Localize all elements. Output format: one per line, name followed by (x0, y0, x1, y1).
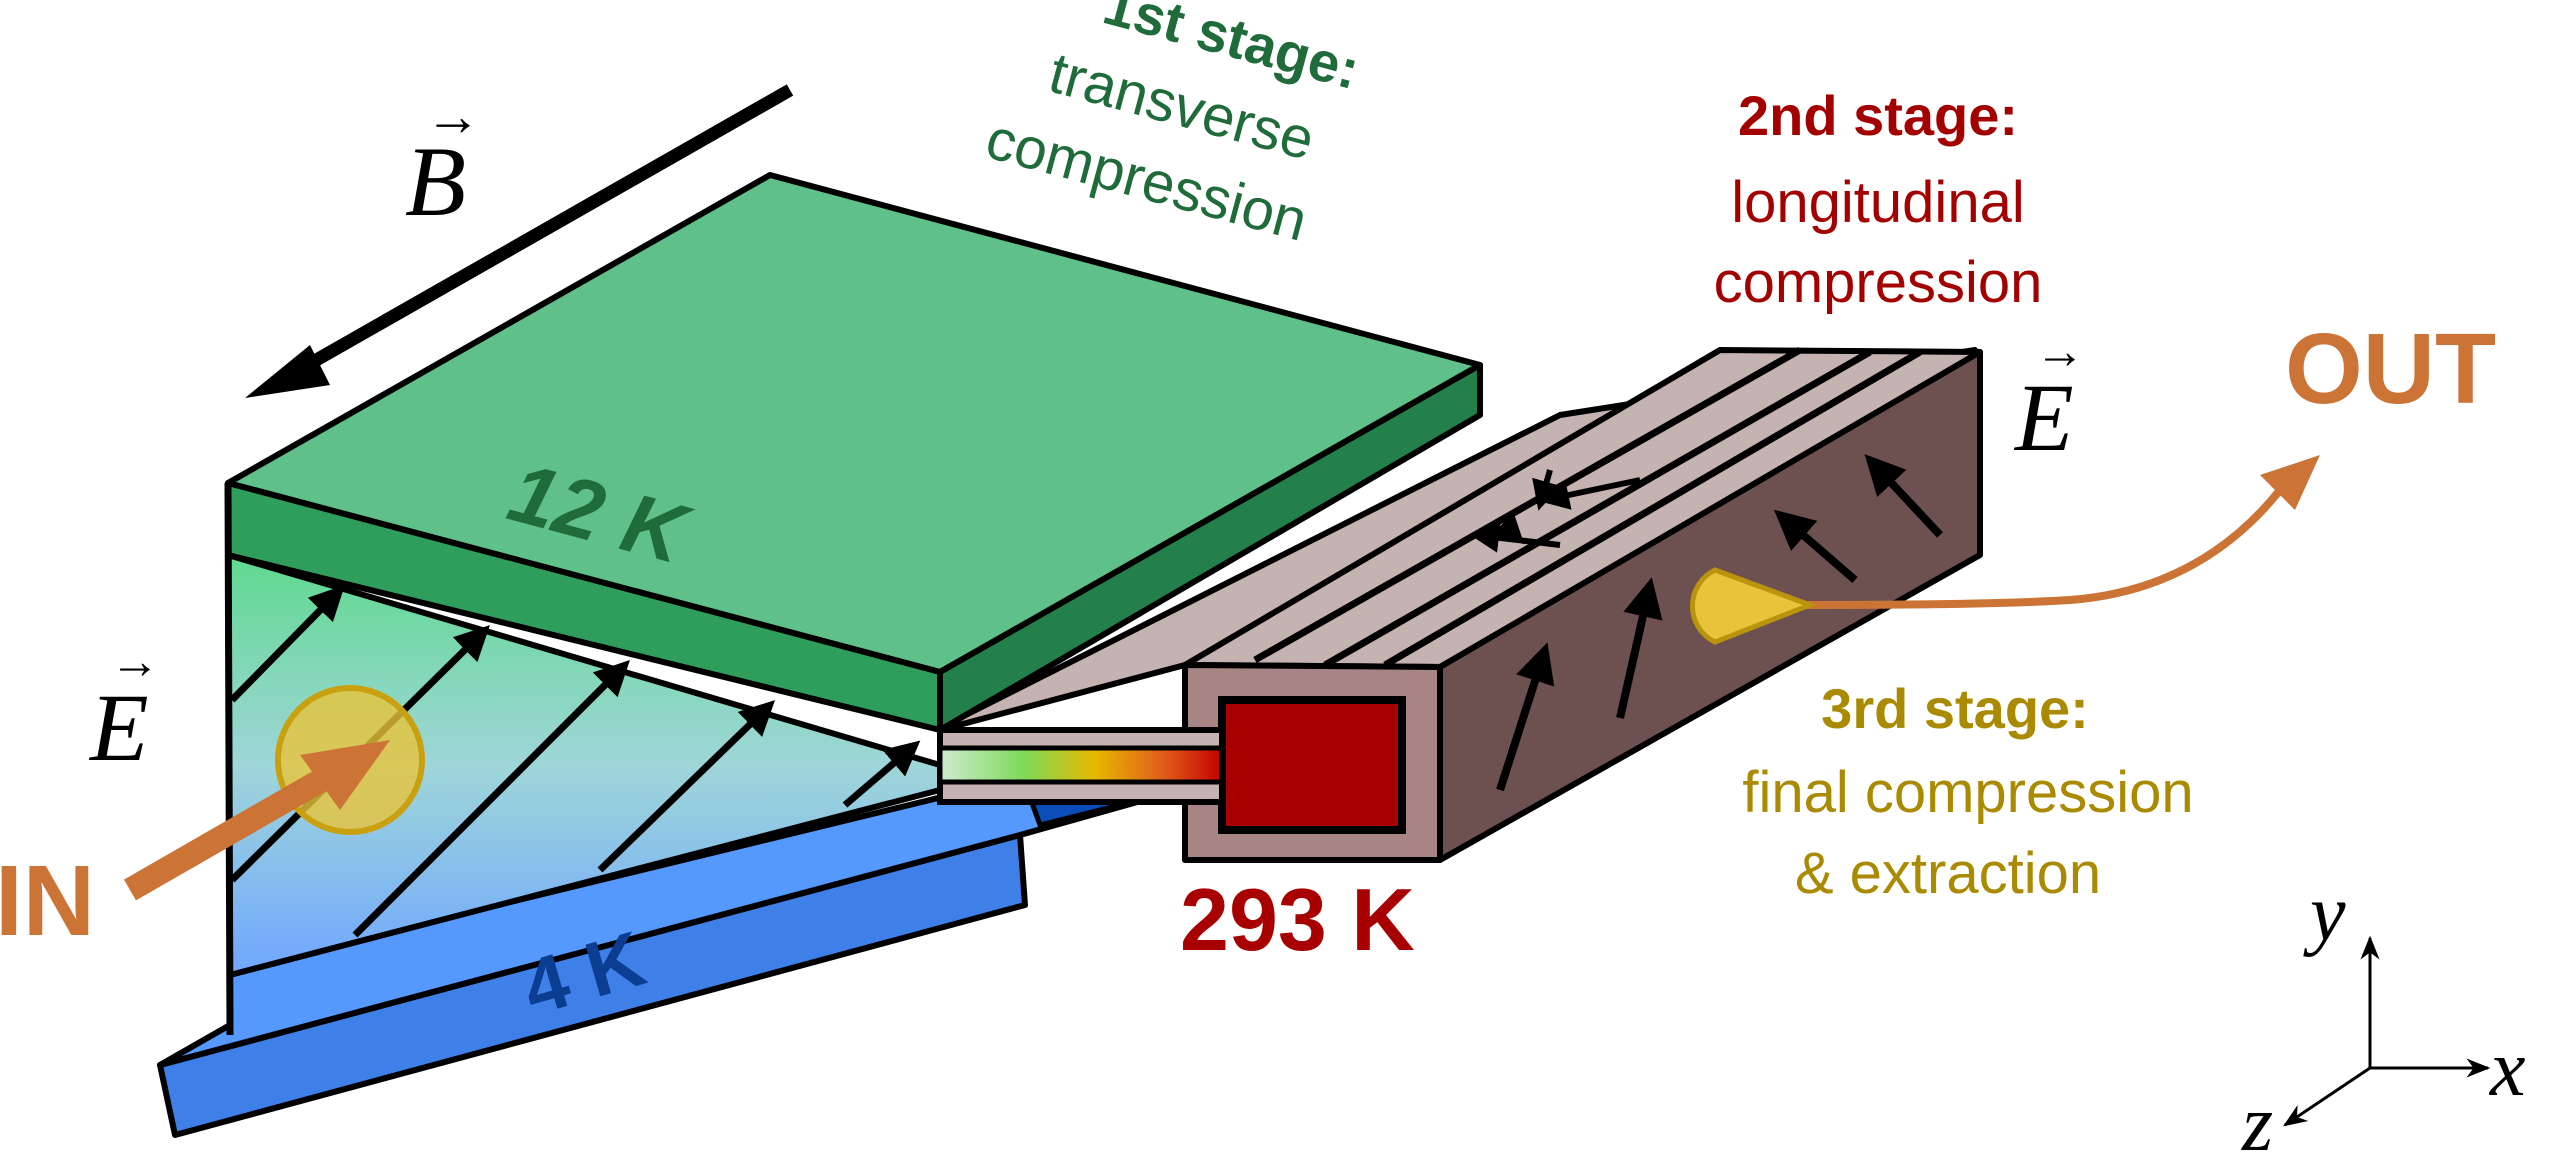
b-field-symbol: B → (405, 84, 481, 237)
field-line (229, 585, 345, 703)
axis-x-label: x (2489, 1025, 2526, 1113)
vector-arrow: → (110, 633, 160, 689)
stage3-line2: & extraction (1795, 841, 2101, 906)
vector-arrow: → (2035, 323, 2085, 379)
field-line (597, 700, 776, 873)
side-field-arrows (1496, 454, 1943, 792)
field-arrow (1864, 454, 1943, 538)
temp-293k-label: 293 K (1180, 870, 1415, 969)
stage3-line1: final compression (1742, 760, 2193, 825)
field-arrow (1496, 642, 1555, 792)
arrow-icon (245, 84, 794, 398)
plate-12k-side (937, 362, 1483, 733)
e-field-label: E (88, 674, 149, 781)
stage1-label: 1st stage: transverse compression (979, 0, 1366, 254)
rod (1253, 346, 1802, 664)
stage2-line2: compression (1714, 250, 2043, 315)
out-arrow-path (1799, 487, 2284, 609)
arrow-icon (2260, 455, 2320, 510)
rod (1323, 348, 1872, 669)
extraction-path (1690, 455, 2320, 645)
e-field-label: E (2013, 364, 2074, 471)
field-arrow (1532, 469, 1562, 511)
field-line (352, 660, 630, 938)
axes-icon (2283, 935, 2491, 1127)
left-edge (224, 482, 234, 1036)
e-field-symbol-right: E → (2013, 323, 2085, 471)
cone-icon (1690, 567, 1818, 645)
vector-arrow: → (425, 84, 481, 147)
stage3-title: 3rd stage: (1821, 677, 2089, 740)
field-arrow (1492, 512, 1525, 545)
arrow-icon (124, 740, 390, 901)
b-field-label: B (405, 126, 466, 237)
rod-lines (1253, 346, 1922, 669)
in-label: IN (0, 845, 95, 957)
stage3-label: 3rd stage: final compression & extractio… (1742, 677, 2193, 906)
axis-y-label: y (2303, 870, 2346, 958)
stage2-label: 2nd stage: longitudinal compression (1714, 84, 2043, 315)
e-field-symbol-left: E → (88, 633, 160, 781)
plate-12k (225, 172, 1483, 733)
rod (1383, 348, 1922, 669)
stage2-line1: longitudinal (1731, 170, 2024, 235)
hot-chamber (1218, 696, 1406, 834)
field-arrow (1616, 577, 1663, 719)
out-label: OUT (2285, 313, 2496, 425)
field-arrow (1773, 509, 1858, 584)
longitudinal-field-arrows (1469, 469, 1641, 553)
guide-tube (937, 727, 1225, 805)
axis-z-label: z (2241, 1080, 2273, 1156)
stage2-title: 2nd stage: (1738, 84, 2018, 147)
guide-tube-channel (937, 745, 1225, 785)
field-line (842, 740, 921, 808)
